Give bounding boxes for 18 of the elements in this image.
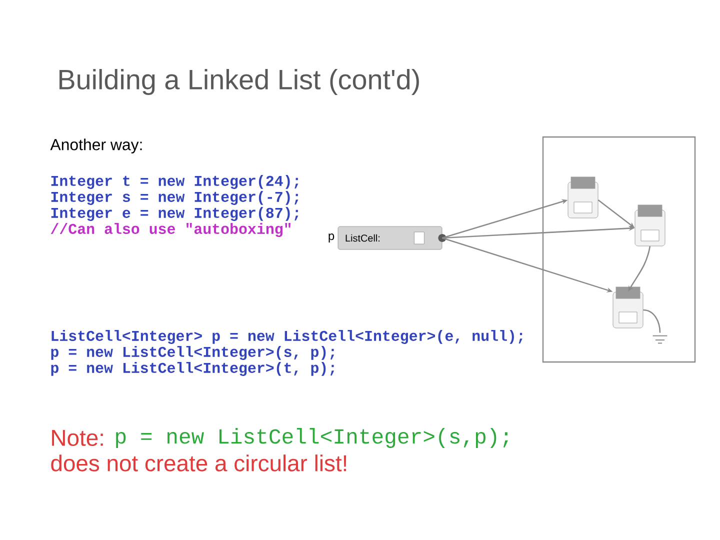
note-text: does not create a circular list!	[51, 454, 346, 472]
code-line: p = new ListCell<Integer>(s, p);	[51, 346, 334, 360]
pointer-variable-box: ListCell:	[338, 226, 446, 250]
code-line: ListCell<Integer> p = new ListCell<Integer>(e, null);	[52, 330, 522, 344]
list-cell	[612, 286, 644, 328]
code-line: Integer t = new Integer(24);	[51, 175, 298, 189]
code-comment: //Can also use "autoboxing"	[50, 223, 290, 237]
variable-name: p	[328, 234, 334, 242]
code-line: p = new ListCell<Integer>(t, p);	[51, 362, 334, 376]
intro-text: Another way:	[50, 138, 142, 154]
null-ground-symbol	[652, 335, 668, 344]
note-code: p = new ListCell<Integer>(s,p);	[116, 428, 508, 448]
list-cell	[568, 176, 598, 218]
slide-title: Building a Linked List (cont'd)	[60, 69, 419, 95]
code-line: Integer e = new Integer(87);	[51, 207, 298, 221]
code-line: Integer s = new Integer(-7);	[51, 191, 298, 205]
list-cell	[634, 204, 666, 246]
note-text: Note:	[52, 430, 103, 446]
